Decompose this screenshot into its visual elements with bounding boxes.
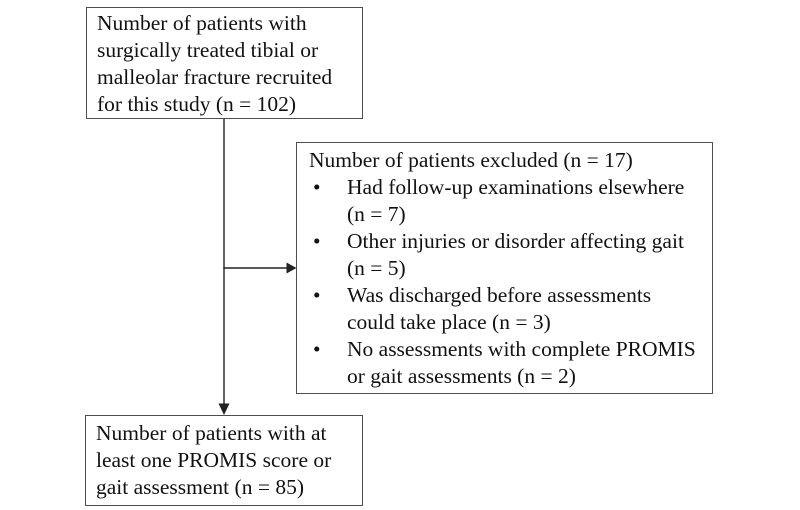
excluded-reasons-list: • Had follow-up examinations elsewhere (… <box>309 174 698 390</box>
excluded-reason-item: • Other injuries or disorder affecting g… <box>309 228 698 282</box>
bullet-icon: • <box>313 229 321 253</box>
box-recruited: Number of patients with surgically treat… <box>86 7 363 119</box>
arrowhead-down-icon <box>218 403 230 415</box>
excluded-reason-text: Was discharged before assessments could … <box>347 283 652 334</box>
box-recruited-text: Number of patients with surgically treat… <box>97 11 333 116</box>
excluded-reason-item: • No assessments with complete PROMIS or… <box>309 336 698 390</box>
box-included: Number of patients with at least one PRO… <box>85 415 363 506</box>
box-excluded-title: Number of patients excluded (n = 17) <box>309 148 633 172</box>
excluded-reason-text: Had follow-up examinations elsewhere (n … <box>347 175 685 226</box>
bullet-icon: • <box>313 337 321 361</box>
excluded-reason-item: • Had follow-up examinations elsewhere (… <box>309 174 698 228</box>
arrowhead-right-icon <box>286 262 297 274</box>
excluded-reason-text: Other injuries or disorder affecting gai… <box>347 229 684 280</box>
excluded-reason-text: No assessments with complete PROMIS or g… <box>347 337 696 388</box>
bullet-icon: • <box>313 175 321 199</box>
box-excluded: Number of patients excluded (n = 17) • H… <box>296 142 713 394</box>
bullet-icon: • <box>313 283 321 307</box>
box-included-text: Number of patients with at least one PRO… <box>96 421 332 499</box>
excluded-reason-item: • Was discharged before assessments coul… <box>309 282 698 336</box>
